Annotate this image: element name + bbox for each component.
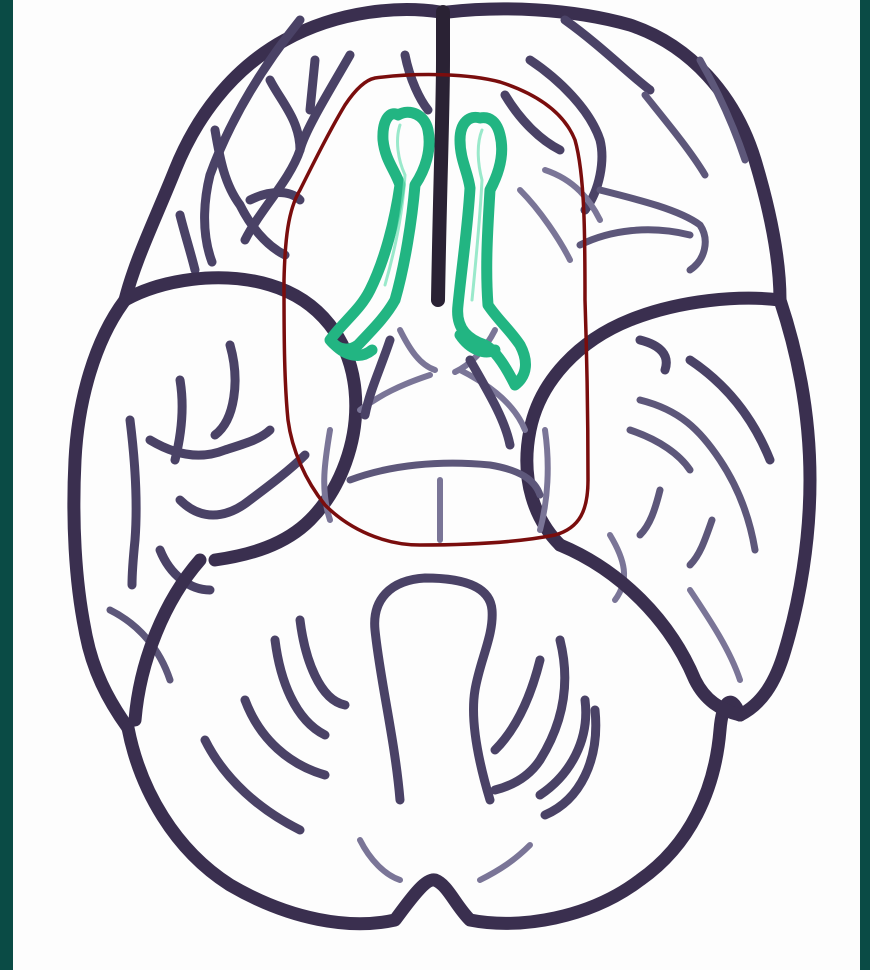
brain-right-lateral-outline xyxy=(740,300,810,715)
longitudinal-fissure xyxy=(438,12,443,300)
pons-upper-contour xyxy=(350,463,540,495)
brain-left-lateral-outline xyxy=(74,300,128,728)
olfactory-bulb-left xyxy=(330,112,429,349)
temporal-lobe-left-outline xyxy=(125,278,356,560)
olfactory-bulbs-highlight xyxy=(330,112,525,385)
cerebellum-outline xyxy=(128,702,740,924)
frontal-lobes xyxy=(125,9,780,300)
cerebellum xyxy=(128,545,740,924)
